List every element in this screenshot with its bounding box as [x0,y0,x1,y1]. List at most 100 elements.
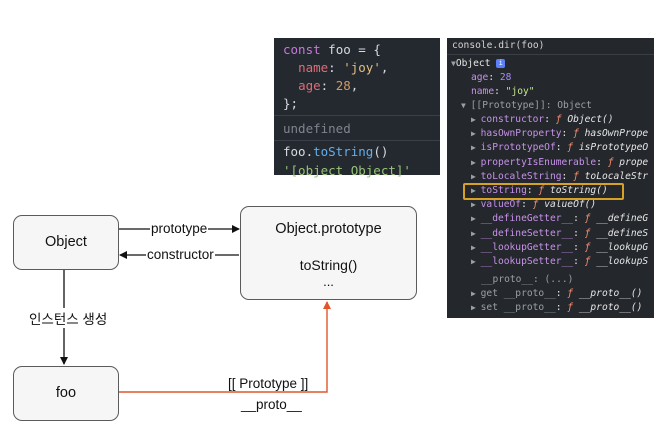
object-prototype-method: toString() [299,257,358,273]
console-prototype-member[interactable]: ▶ toLocaleString: ƒ toLocaleStr [471,170,649,182]
expand-triangle-icon[interactable]: ▶ [471,157,481,167]
devtools-console-panel: console.dir(foo) ▼Object i age: 28 name:… [447,38,654,318]
member-key: hasOwnProperty [480,128,562,140]
console-prototype-member[interactable]: ▶ valueOf: ƒ valueOf() [471,199,597,211]
function-icon: ƒ [573,128,579,140]
info-icon[interactable]: i [496,58,506,68]
getter-label: get __proto__ [480,288,556,299]
code-punct: , [380,60,389,75]
console-get-proto-row[interactable]: ▶ get __proto__: ƒ __proto__() [471,288,643,299]
function-icon: ƒ [584,213,591,225]
prop-value: 28 [499,72,512,83]
object-prototype-more: ... [323,274,334,289]
code-line-4: }; [283,96,299,111]
code-divider [274,140,440,141]
function-icon: ƒ [584,256,591,267]
member-key: __defineGetter__ [480,213,574,225]
function-icon: ƒ [555,114,562,125]
console-prop-name: name: "joy" [471,86,535,97]
member-key: __lookupGetter__ [480,241,574,253]
function-icon: ƒ [584,241,591,253]
expand-triangle-icon[interactable]: ▶ [471,200,481,210]
console-prototype-member[interactable]: ▶ __defineGetter__: ƒ __defineG [471,213,649,225]
foo-node-label: foo [55,385,77,401]
function-name: __defineS [596,227,649,239]
code-number: 28 [335,78,351,93]
prop-value: "joy" [505,86,535,97]
console-proto-dunder[interactable]: __proto__: (...) [481,273,573,287]
function-icon: ƒ [532,199,539,211]
function-icon: ƒ [573,170,579,182]
code-line-2: name: 'joy', [298,60,389,75]
object-node: Object [13,215,119,270]
function-icon: ƒ [567,302,574,313]
expand-triangle-icon[interactable]: ▶ [471,228,481,238]
expand-triangle-icon[interactable]: ▼ [451,59,456,68]
member-key: propertyIsEnumerable [480,156,597,168]
prototype-label: [[Prototype]]: Object [470,100,592,111]
member-key: __lookupSetter__ [480,256,574,267]
code-line-6: foo.toString() [283,144,388,159]
function-name: __defineG [596,213,649,225]
proto-link-arrow [118,301,331,393]
function-name: Object() [567,114,614,125]
console-prototype-member[interactable]: ▶ hasOwnProperty: ƒ hasOwnPrope [471,128,649,140]
function-name: hasOwnPrope [584,128,649,140]
code-punct: . [305,144,314,159]
code-output-undefined: undefined [283,121,351,136]
function-name: toString() [549,185,608,196]
console-prototype-member[interactable]: ▶ constructor: ƒ Object() [471,114,614,125]
member-key: constructor [480,114,545,125]
function-name: __proto__() [578,288,643,299]
constructor-edge-label: constructor [146,247,215,262]
console-prototype-row[interactable]: ▼ [[Prototype]]: Object [461,99,592,113]
expand-triangle-icon[interactable]: ▼ [461,101,471,110]
object-prototype-title: Object.prototype [275,221,382,237]
code-text: = { [350,42,381,57]
function-name: toLocaleStr [584,170,649,182]
code-editor-panel: const foo = { name: 'joy', age: 28, }; u… [274,38,440,178]
function-icon: ƒ [538,185,545,196]
function-icon: ƒ [584,227,591,239]
code-keyword: const [283,42,321,57]
code-key: name [298,60,329,75]
code-line-1: const foo = { [283,42,381,57]
console-prop-age: age: 28 [471,72,512,83]
function-name: valueOf() [544,199,597,211]
console-prototype-member[interactable]: ▶ __defineSetter__: ƒ __defineS [471,227,649,239]
console-prototype-member[interactable]: ▶ isPrototypeOf: ƒ isPrototypeO [471,142,649,154]
code-string: 'joy' [343,60,381,75]
function-name: prope [619,156,649,168]
tostring-highlight-box [463,183,624,200]
proto-link-label-2: __proto__ [240,397,303,412]
expand-triangle-icon[interactable]: ▶ [471,143,481,153]
console-set-proto-row[interactable]: ▶ set __proto__: ƒ __proto__() [471,302,643,313]
expand-triangle-icon[interactable]: ▶ [471,242,481,252]
prop-key: name [471,86,495,97]
console-prototype-member[interactable]: ▶ toString: ƒ toString() [471,185,608,196]
console-prototype-member[interactable]: ▶ __lookupGetter__: ƒ __lookupG [471,241,649,253]
expand-triangle-icon[interactable]: ▶ [471,129,481,139]
member-key: valueOf [480,199,522,211]
object-prototype-node: Object.prototype toString() ... [240,206,417,300]
code-object: foo [283,144,306,159]
expand-triangle-icon[interactable]: ▶ [471,257,481,266]
function-name: __lookupS [596,256,649,267]
member-key: toString [480,185,527,196]
code-divider [274,115,440,116]
console-prototype-member[interactable]: ▶ __lookupSetter__: ƒ __lookupS [471,256,649,267]
expand-triangle-icon[interactable]: ▶ [471,214,481,224]
console-prototype-member[interactable]: ▶ propertyIsEnumerable: ƒ prope [471,156,649,168]
expand-triangle-icon[interactable]: ▶ [471,171,481,181]
expand-triangle-icon[interactable]: ▶ [471,115,481,124]
expand-triangle-icon[interactable]: ▶ [471,186,481,195]
console-command: console.dir(foo) [447,38,654,55]
expand-triangle-icon[interactable]: ▶ [471,303,481,312]
code-method: toString [313,144,374,159]
code-punct: () [373,144,389,159]
function-icon: ƒ [567,288,574,299]
setter-label: set __proto__ [480,302,556,313]
console-root-row[interactable]: ▼Object i [451,57,506,71]
expand-triangle-icon[interactable]: ▶ [471,289,481,298]
member-key: toLocaleString [480,170,562,182]
